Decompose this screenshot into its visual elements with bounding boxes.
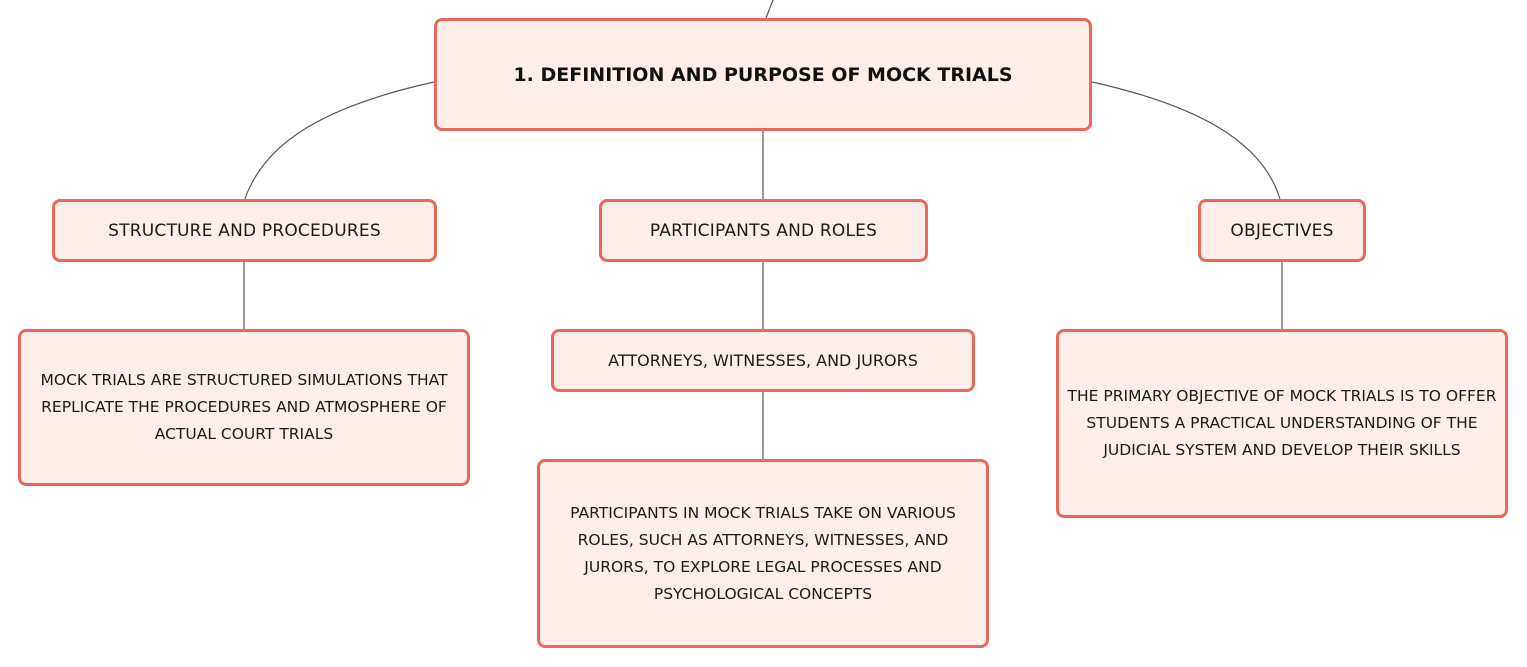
subtopic-structure-text: MOCK TRIALS ARE STRUCTURED SIMULATIONS T… <box>40 371 448 443</box>
subtopic-participants-text: PARTICIPANTS IN MOCK TRIALS TAKE ON VARI… <box>570 503 956 603</box>
connector-root-to-structure <box>244 81 435 200</box>
subtopic-objectives-detail[interactable]: THE PRIMARY OBJECTIVE OF MOCK TRIALS IS … <box>1056 329 1508 518</box>
topic-participants-label: PARTICIPANTS AND ROLES <box>649 220 878 241</box>
topic-structure-and-procedures[interactable]: STRUCTURE AND PROCEDURES <box>52 199 437 262</box>
subtopic-attorneys-witnesses-jurors[interactable]: ATTORNEYS, WITNESSES, AND JURORS <box>551 329 975 392</box>
connector-parent-to-root <box>765 0 774 19</box>
root-topic[interactable]: 1. DEFINITION AND PURPOSE OF MOCK TRIALS <box>434 18 1092 131</box>
topic-objectives-label: OBJECTIVES <box>1230 220 1334 241</box>
root-topic-label: 1. DEFINITION AND PURPOSE OF MOCK TRIALS <box>513 63 1013 86</box>
topic-objectives[interactable]: OBJECTIVES <box>1198 199 1366 262</box>
topic-structure-label: STRUCTURE AND PROCEDURES <box>108 220 381 241</box>
subtopic-attorneys-label: ATTORNEYS, WITNESSES, AND JURORS <box>608 351 918 370</box>
topic-participants-and-roles[interactable]: PARTICIPANTS AND ROLES <box>599 199 928 262</box>
subtopic-structure-detail[interactable]: MOCK TRIALS ARE STRUCTURED SIMULATIONS T… <box>18 329 470 486</box>
subtopic-objectives-text: THE PRIMARY OBJECTIVE OF MOCK TRIALS IS … <box>1067 387 1497 459</box>
subtopic-participants-detail[interactable]: PARTICIPANTS IN MOCK TRIALS TAKE ON VARI… <box>537 459 989 648</box>
connector-root-to-objectives <box>1091 81 1281 200</box>
